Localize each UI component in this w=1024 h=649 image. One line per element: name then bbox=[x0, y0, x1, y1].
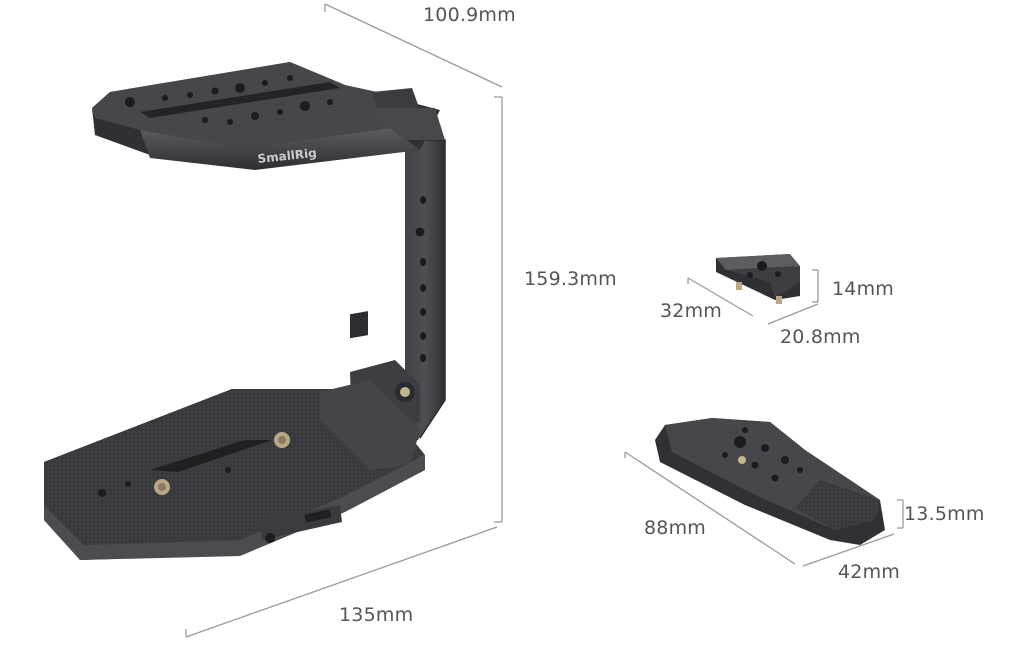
cage-height-dimension bbox=[494, 96, 503, 523]
top-plate-dimensions bbox=[624, 451, 904, 567]
top-plate-product bbox=[655, 418, 885, 545]
small-plate-width-label: 20.8mm bbox=[780, 326, 861, 348]
small-plate-product bbox=[716, 254, 800, 304]
smallrig-logo: SmallRig bbox=[257, 146, 318, 166]
cage-height-label: 159.3mm bbox=[524, 268, 617, 290]
top-plate-length-label: 88mm bbox=[644, 517, 706, 539]
top-plate-height-label: 13.5mm bbox=[904, 503, 985, 525]
cage-depth-dimension bbox=[185, 526, 498, 638]
cage-top-plate: SmallRig bbox=[92, 62, 445, 170]
small-plate-length-label: 32mm bbox=[660, 300, 722, 322]
small-plate-height-label: 14mm bbox=[832, 278, 894, 300]
cage-width-label: 100.9mm bbox=[423, 4, 516, 26]
cage-depth-label: 135mm bbox=[339, 604, 414, 626]
top-plate-width-label: 42mm bbox=[838, 561, 900, 583]
cage-side-arm bbox=[320, 113, 446, 470]
small-plate-dimensions bbox=[687, 269, 819, 325]
cage-width-dimension bbox=[324, 3, 503, 88]
